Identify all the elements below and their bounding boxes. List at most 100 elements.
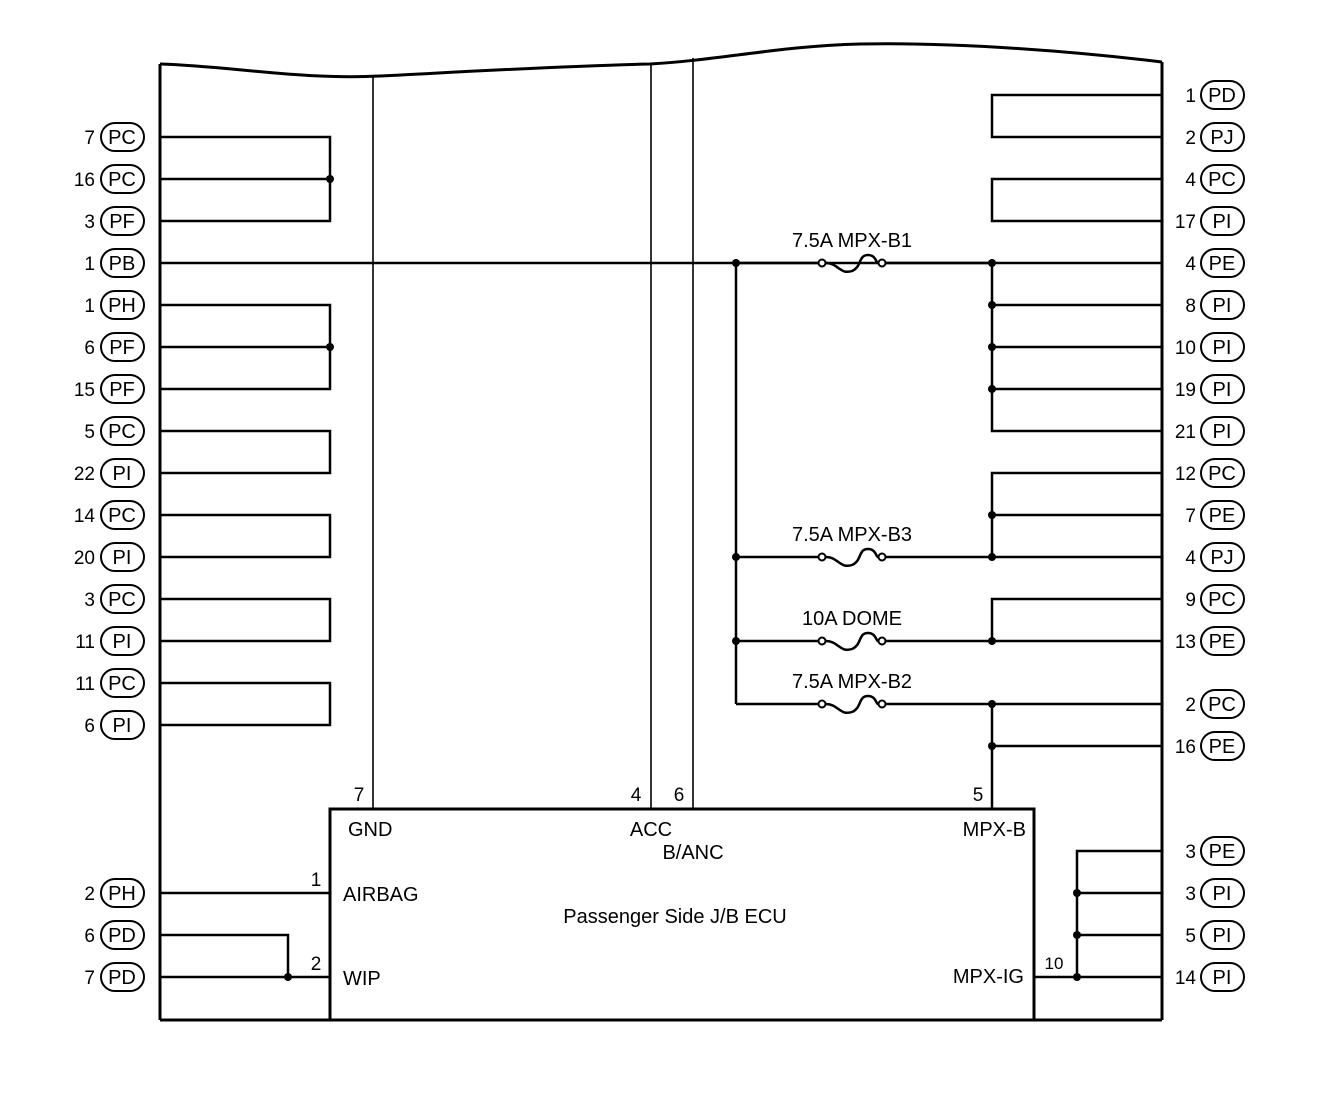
pin-number: 1 xyxy=(84,296,95,317)
connector-code: PF xyxy=(109,211,135,233)
pin-number: 9 xyxy=(1185,590,1196,611)
pin-number: 2 xyxy=(1185,695,1196,716)
junction-dot xyxy=(988,553,996,561)
ecu-outline xyxy=(328,807,1036,1022)
connector-badge xyxy=(100,122,145,152)
junction-dot xyxy=(988,637,996,645)
connector-code: PI xyxy=(1213,883,1232,905)
mpxb3-distribution xyxy=(990,471,1162,557)
connector-badge xyxy=(100,500,145,530)
connector-code: PI xyxy=(113,547,132,569)
junction-dot xyxy=(988,511,996,519)
right-terminal: 2 PC xyxy=(1185,689,1245,719)
connector-badge xyxy=(100,248,145,278)
pin-number: 12 xyxy=(1175,464,1196,485)
connector-badge xyxy=(1200,626,1245,656)
connector-code: PC xyxy=(108,589,136,611)
connector-code: PH xyxy=(108,883,136,905)
ecu-feed-lines xyxy=(372,58,694,809)
connector-code: PD xyxy=(108,967,136,989)
ecu-title: Passenger Side J/B ECU xyxy=(563,906,786,928)
fuse-terminal xyxy=(877,636,887,646)
connector-badge xyxy=(100,290,145,320)
pin-number: 2 xyxy=(1185,128,1196,149)
right-terminal: 12 PC xyxy=(1175,458,1245,488)
fuse-dome: 10A DOME xyxy=(802,608,902,652)
connector-badge xyxy=(100,206,145,236)
wire-pc14-pi20 xyxy=(160,513,332,559)
mpxb2-distribution xyxy=(990,704,1162,809)
connector-badge xyxy=(1200,920,1245,950)
wire-pc11-pi6 xyxy=(160,681,332,727)
connector-code: PI xyxy=(113,631,132,653)
connector-badge xyxy=(1200,416,1245,446)
pin-number: 8 xyxy=(1185,296,1196,317)
junction-dot xyxy=(284,973,292,981)
connector-badge xyxy=(1200,689,1245,719)
connector-badge xyxy=(100,332,145,362)
wire-pd1-pj2 xyxy=(990,93,1162,139)
connector-badge xyxy=(1200,248,1245,278)
fuse-element-icon xyxy=(825,631,879,652)
connector-badge xyxy=(1200,962,1245,992)
mpxb1-distribution xyxy=(990,263,1162,433)
fuse-label: 7.5A MPX-B1 xyxy=(792,230,912,252)
junction-dot xyxy=(1073,889,1081,897)
wire-pd6-splice xyxy=(160,933,290,977)
right-terminal: 17 PI xyxy=(1175,206,1245,236)
pin-number: 11 xyxy=(75,674,95,695)
left-terminal: 11 PI xyxy=(75,626,145,656)
pin-number: 6 xyxy=(84,716,95,737)
pin-number: 14 xyxy=(74,506,96,527)
pin-number: 17 xyxy=(1175,212,1196,233)
left-terminal: 11 PC xyxy=(75,668,145,698)
junction-dot xyxy=(326,343,334,351)
left-terminals: 7 PC 16 PC 3 PF 1 PB 1 PH 6 PF xyxy=(74,122,145,992)
connector-badge xyxy=(100,164,145,194)
ecu-pin-gnd: 7 xyxy=(354,785,365,806)
fuse-element-icon xyxy=(825,547,879,568)
connector-code: PI xyxy=(113,715,132,737)
pin-number: 16 xyxy=(1175,737,1196,758)
right-terminal: 1 PD xyxy=(1185,80,1245,110)
fuse-terminal xyxy=(877,258,887,268)
left-terminal: 6 PF xyxy=(84,332,145,362)
connector-code: PD xyxy=(108,925,136,947)
connector-code: PE xyxy=(1209,736,1236,758)
pin-number: 6 xyxy=(84,926,95,947)
junction-dot xyxy=(1073,931,1081,939)
fuse-label: 10A DOME xyxy=(802,608,902,630)
connector-badge xyxy=(100,374,145,404)
connector-badge xyxy=(100,416,145,446)
connector-badge xyxy=(1200,290,1245,320)
pin-number: 19 xyxy=(1175,380,1196,401)
left-terminal: 1 PH xyxy=(84,290,145,320)
connector-badge xyxy=(100,458,145,488)
left-terminal: 3 PC xyxy=(84,584,145,614)
pin-number: 3 xyxy=(1185,884,1196,905)
wire-pc3-pi11 xyxy=(160,597,332,643)
pin-number: 14 xyxy=(1175,968,1197,989)
connector-badge xyxy=(1200,206,1245,236)
connector-badge xyxy=(100,962,145,992)
pin-number: 1 xyxy=(1185,86,1196,107)
left-terminal: 22 PI xyxy=(74,458,145,488)
ecu-label-mpxig: MPX-IG xyxy=(953,966,1024,988)
connector-badge xyxy=(1200,458,1245,488)
ecu-pin-wip: 2 xyxy=(311,954,322,975)
fuse-terminal xyxy=(817,552,827,562)
ecu-label-mpxb: MPX-B xyxy=(963,819,1026,841)
splice-wire-ph1-pf6-pf15 xyxy=(160,303,332,391)
ecu-label-airbag: AIRBAG xyxy=(343,884,419,906)
connector-code: PI xyxy=(1213,337,1232,359)
right-terminal: 16 PE xyxy=(1175,731,1245,761)
left-terminal: 1 PB xyxy=(84,248,145,278)
junction-dot xyxy=(988,343,996,351)
connector-badge xyxy=(1200,731,1245,761)
connector-code: PB xyxy=(109,253,136,275)
pin-number: 4 xyxy=(1185,254,1196,275)
right-terminal: 7 PE xyxy=(1185,500,1245,530)
connector-code: PE xyxy=(1209,253,1236,275)
pin-number: 20 xyxy=(74,548,95,569)
pin-number: 3 xyxy=(84,590,95,611)
